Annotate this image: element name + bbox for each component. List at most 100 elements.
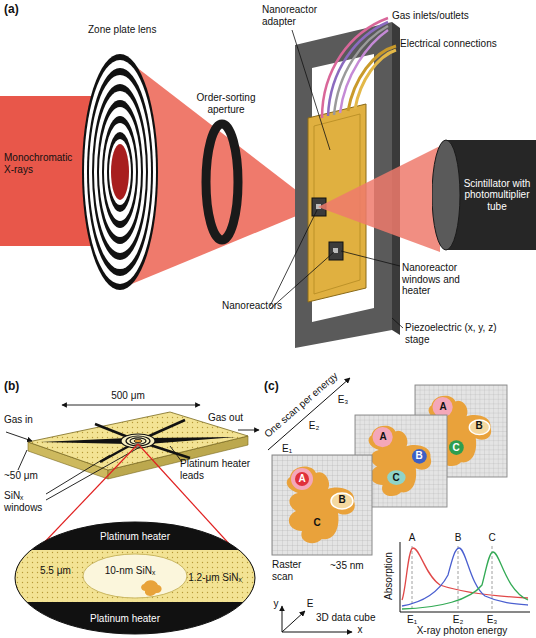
energy-map: [287, 467, 355, 544]
xray-beam: [0, 56, 318, 288]
microchip: [130, 438, 146, 444]
absorption-chart: [412, 546, 413, 612]
region-letter: C: [313, 517, 320, 529]
absorption-chart: [400, 542, 401, 612]
annotation-arrow: [46, 455, 110, 494]
axis-label: Absorption: [383, 552, 395, 600]
microchip: [121, 434, 155, 448]
part-name: 1.2-μm SiNₓ: [188, 572, 242, 584]
order-sorting-aperture: [206, 124, 238, 240]
electrical-wires: [348, 46, 396, 111]
region-letter: B: [415, 450, 422, 462]
panel-label: (b): [4, 380, 19, 394]
beam-label: Monochromatic X-rays: [4, 152, 84, 175]
annotation-arrow: [238, 430, 259, 431]
zone-plate-lens: [84, 60, 156, 284]
zone-plate-lens: [99, 107, 141, 237]
energy-map: [295, 472, 309, 486]
panel-label: (c): [264, 380, 279, 394]
heater-zoom: [83, 554, 187, 598]
energy-map: [272, 455, 372, 555]
energy-map: [449, 440, 464, 455]
flow-label: Gas out: [208, 412, 243, 424]
absorption-chart: [400, 612, 530, 613]
dimension: 5.5 μm: [40, 565, 71, 577]
region-letter: B: [338, 494, 345, 506]
zone-plate-lens: [104, 123, 136, 221]
energy-map: [291, 468, 313, 490]
heater-zoom: [10, 550, 260, 602]
axis-label: 3D data cube: [316, 612, 376, 624]
xray-beam: [318, 146, 440, 252]
part-name: Nanoreactor adapter: [262, 4, 332, 27]
zone-plate-lens: [82, 54, 158, 290]
absorption-chart: [458, 546, 459, 612]
absorption-chart: [492, 546, 493, 612]
region-letter: A: [379, 431, 386, 443]
part-name: Platinum heater: [100, 531, 170, 543]
heater-zoom: [141, 580, 162, 596]
heater-zoom: [15, 522, 255, 634]
part-name: Platinum heater leads: [180, 458, 260, 481]
region-letter: A: [298, 473, 305, 485]
region-letter: C: [452, 442, 459, 454]
energy-map: [272, 455, 372, 555]
axis-triad: [282, 632, 352, 633]
zone-plate-lens: [109, 139, 131, 205]
dimension: ~50 μm: [4, 470, 38, 482]
zone-plate-lens: [102, 116, 138, 228]
part-name: Electrical connections: [400, 38, 497, 50]
axis-triad: [282, 606, 283, 632]
part-name: SiNₓ windows: [4, 490, 50, 513]
zone-plate-lens: [87, 68, 153, 276]
energy-map: [432, 397, 452, 417]
part-name: Zone plate lens: [88, 24, 156, 36]
axis-tick: E₁: [407, 614, 417, 626]
part-name: Platinum heater: [90, 613, 160, 625]
zone-plate-lens: [111, 144, 129, 200]
microchip: [40, 438, 128, 444]
curve-label: C: [488, 532, 495, 544]
axis-triad: [282, 611, 305, 632]
cylinder-face: [432, 140, 460, 250]
energy-map: [469, 420, 489, 435]
region-letter: A: [439, 401, 446, 413]
microchip: [134, 439, 142, 442]
annotation-arrow: [62, 405, 200, 406]
energy-map: [331, 493, 353, 509]
heater-zoom: [10, 518, 260, 638]
axis-tick: E₃: [487, 614, 498, 626]
part-name: Nanoreactors: [222, 300, 282, 312]
energy-map: [369, 426, 432, 496]
region-letter: B: [475, 420, 482, 432]
leader-line: [292, 30, 330, 150]
dimension: 500 μm: [111, 390, 145, 402]
axis-tick: E₃: [338, 394, 349, 406]
microchip: [148, 437, 236, 444]
zone-plate-lens: [97, 100, 143, 244]
part-name: Order-sorting aperture: [190, 92, 262, 115]
axis-label: y: [274, 598, 279, 610]
absorption-chart: [400, 542, 530, 612]
axis-tick: E₁: [282, 443, 292, 455]
leader-line: [270, 30, 403, 328]
leader-line: [341, 251, 400, 266]
energy-map: [387, 470, 405, 485]
zone-plate-lens: [92, 84, 148, 260]
energy-map: [412, 449, 427, 464]
nanoreactor-adapter: [329, 242, 343, 260]
leader-line: [392, 318, 403, 328]
zone-plate-lens: [82, 54, 158, 290]
region-letter: C: [392, 472, 399, 484]
axis-tick: E₂: [453, 614, 464, 626]
zone-plate-lens: [94, 91, 146, 253]
scan-label: Raster scan: [272, 559, 314, 582]
curve-label: B: [455, 532, 462, 544]
annotation-arrow: [6, 432, 32, 441]
electrical-wires: [348, 46, 396, 111]
energy-map: [372, 427, 392, 447]
part-name: Piezoelectric (x, y, z) stage: [405, 322, 497, 345]
axis-label: E: [307, 598, 314, 610]
part-name: Nanoreactor windows and heater: [402, 262, 476, 297]
